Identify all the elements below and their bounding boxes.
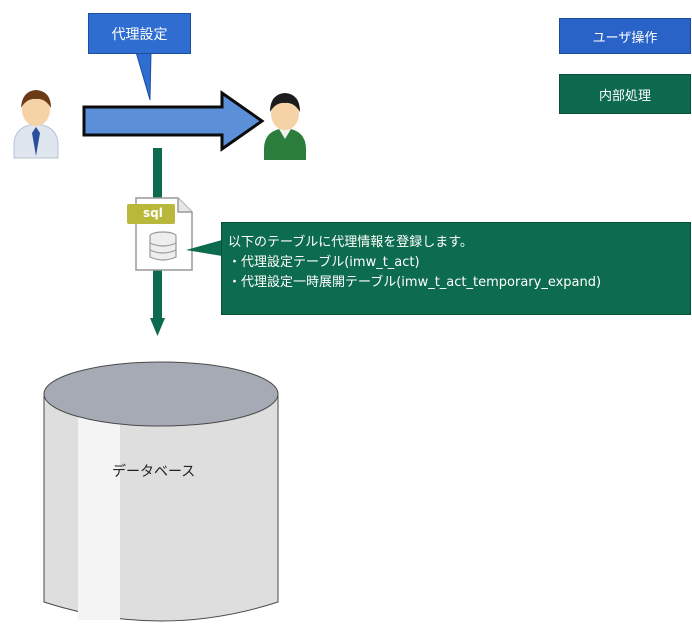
process-arrowhead <box>150 318 165 336</box>
user-avatar-left <box>13 90 59 159</box>
info-box: 以下のテーブルに代理情報を登録します。 ・代理設定テーブル(imw_t_act)… <box>221 222 691 315</box>
legend-user-action: ユーザ操作 <box>559 18 691 54</box>
info-line-2: ・代理設定テーブル(imw_t_act) <box>228 255 420 270</box>
legend-internal-process: 内部処理 <box>559 74 691 114</box>
info-line-1: 以下のテーブルに代理情報を登録します。 <box>228 235 473 250</box>
sql-file-icon <box>127 197 193 271</box>
database-label: データベース <box>112 464 196 480</box>
legend-internal-process-label: 内部処理 <box>598 88 651 104</box>
legend-user-action-label: ユーザ操作 <box>592 30 658 46</box>
callout-tail <box>135 51 152 101</box>
info-connector <box>186 240 222 256</box>
delegation-arrow <box>82 90 265 152</box>
user-avatar-right <box>264 93 306 160</box>
callout-label: 代理設定 <box>111 26 168 43</box>
sql-label: sql <box>143 206 163 220</box>
info-line-3: ・代理設定一時展開テーブル(imw_t_act_temporary_expand… <box>228 275 602 290</box>
database-cylinder <box>43 361 279 622</box>
delegation-setting-callout: 代理設定 <box>88 13 191 54</box>
